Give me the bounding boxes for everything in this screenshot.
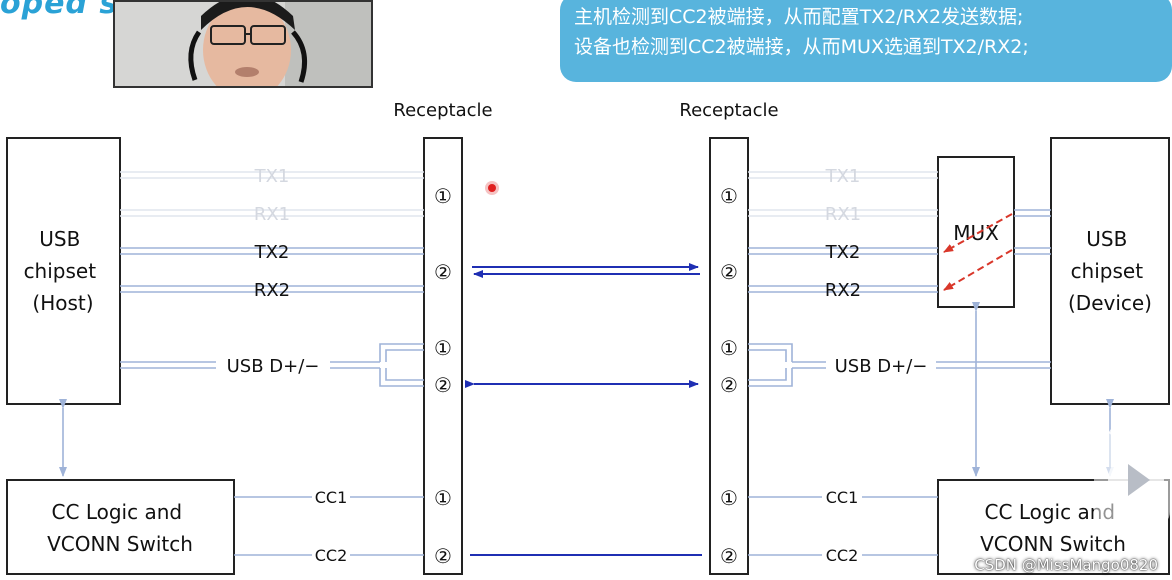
vertical-links bbox=[59, 302, 1114, 477]
pin-1-right-tx1: ① bbox=[720, 184, 738, 208]
pin-2-right-tx2: ② bbox=[720, 260, 738, 284]
receptacle-right-label: Receptacle bbox=[679, 100, 778, 121]
pin-1-right-dp: ① bbox=[720, 336, 738, 360]
slide-title-fragment: oped st bbox=[0, 0, 134, 21]
cable-arrows bbox=[465, 263, 702, 556]
host-chipset-label: USB chipset (Host) bbox=[24, 227, 103, 315]
tx1-label-left: TX1 bbox=[254, 166, 290, 187]
usb-d-label-right: USB D+/− bbox=[835, 356, 928, 377]
receptacle-right bbox=[709, 137, 749, 575]
rx1-label-right: RX1 bbox=[825, 204, 861, 225]
explanation-callout: 主机检测到CC2被端接，从而配置TX2/RX2发送数据; 设备也检测到CC2被端… bbox=[560, 0, 1172, 82]
presenter-webcam-image bbox=[115, 2, 371, 86]
cc-logic-left-label: CC Logic and VCONN Switch bbox=[47, 500, 193, 556]
pin-1-left-tx1: ① bbox=[434, 184, 452, 208]
cc1-label-left: CC1 bbox=[315, 488, 348, 507]
receptacle-left-label: Receptacle bbox=[393, 100, 492, 121]
cc-logic-right-label: CC Logic and VCONN Switch bbox=[980, 500, 1126, 556]
tx1-label-right: TX1 bbox=[825, 166, 861, 187]
callout-line-2: 设备也检测到CC2被端接，从而MUX选通到TX2/RX2; bbox=[574, 36, 1029, 58]
usb-d-lines-left bbox=[120, 343, 424, 387]
tx1-rx1-lines-left bbox=[120, 171, 424, 217]
rx2-label-right: RX2 bbox=[825, 280, 861, 301]
cc2-label-right: CC2 bbox=[826, 546, 859, 565]
tx1-rx1-lines-right bbox=[748, 171, 938, 217]
pin-1-left-cc: ① bbox=[434, 486, 452, 510]
pin-2-left-dn: ② bbox=[434, 373, 452, 397]
laser-pointer-dot bbox=[485, 181, 499, 195]
device-chipset-label: USB chipset (Device) bbox=[1068, 227, 1152, 315]
pin-2-right-dn: ② bbox=[720, 373, 738, 397]
callout-line-1: 主机检测到CC2被端接，从而配置TX2/RX2发送数据; bbox=[574, 6, 1024, 28]
usb-d-lines-right bbox=[748, 343, 1051, 387]
rx1-label-left: RX1 bbox=[254, 204, 290, 225]
usb-d-label-left: USB D+/− bbox=[227, 356, 320, 377]
pin-2-right-cc: ② bbox=[720, 544, 738, 568]
device-chipset-box bbox=[1050, 137, 1170, 405]
host-chipset-box bbox=[6, 137, 121, 405]
mux-select-arrows bbox=[943, 213, 1013, 291]
presenter-webcam bbox=[113, 0, 373, 88]
receptacle-left bbox=[423, 137, 463, 575]
tx2-rx2-lines-right bbox=[748, 247, 938, 293]
pin-1-left-dp: ① bbox=[434, 336, 452, 360]
cc-logic-left-box bbox=[6, 479, 235, 575]
tx2-rx2-lines-left bbox=[120, 247, 424, 293]
mux-device-lines bbox=[1014, 209, 1051, 255]
tx2-label-left: TX2 bbox=[254, 242, 290, 263]
cc-lines bbox=[234, 496, 938, 556]
play-button-icon[interactable] bbox=[1088, 418, 1172, 528]
tx2-label-right: TX2 bbox=[825, 242, 861, 263]
pin-2-left-cc: ② bbox=[434, 544, 452, 568]
pin-1-right-cc: ① bbox=[720, 486, 738, 510]
pin-2-left-tx2: ② bbox=[434, 260, 452, 284]
cc1-label-right: CC1 bbox=[826, 488, 859, 507]
rx2-label-left: RX2 bbox=[254, 280, 290, 301]
csdn-watermark: CSDN @MissMango0820 bbox=[974, 556, 1158, 574]
cc2-label-left: CC2 bbox=[315, 546, 348, 565]
